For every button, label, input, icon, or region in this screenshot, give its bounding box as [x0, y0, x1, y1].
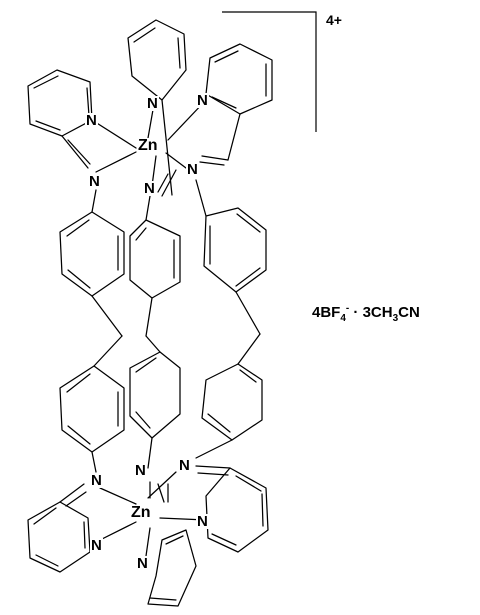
- nitrogen-atom-top-right-pyridine: N: [196, 92, 209, 109]
- phenyl-ring-middle-lower: [129, 351, 181, 439]
- phenyl-ring-right-lower: [201, 363, 263, 441]
- complex-charge-label: 4+: [326, 12, 342, 28]
- phenyl-ring-left-lower: [59, 365, 125, 453]
- pyridine-ring-top-right: [205, 43, 273, 115]
- nitrogen-atom-top-left-pyridine: N: [85, 112, 98, 129]
- zinc-atom-bottom: Zn: [130, 504, 152, 521]
- nitrogen-atom-top-center-imine: N: [143, 180, 156, 197]
- nitrogen-atom-bottom-right-pyridine: N: [196, 513, 209, 530]
- counterion-formula: 4BF4- · 3CH3CN: [312, 303, 420, 324]
- phenyl-ring-middle-upper: [129, 219, 181, 299]
- nitrogen-atom-top-center-pyridine: N: [146, 95, 159, 112]
- nitrogen-atom-bottom-left-imine: N: [90, 472, 103, 489]
- phenyl-ring-right-upper: [203, 207, 267, 293]
- zinc-atom-top: Zn: [137, 137, 159, 154]
- pyridine-ring-bottom-center: [147, 529, 197, 607]
- nitrogen-atom-top-left-imine: N: [88, 173, 101, 190]
- nitrogen-atom-bottom-right-imine: N: [178, 457, 191, 474]
- charge-bracket: [222, 11, 317, 132]
- nitrogen-atom-bottom-left-pyridine: N: [90, 537, 103, 554]
- phenyl-ring-left-upper: [59, 211, 125, 297]
- pyridine-ring-bottom-right: [205, 467, 269, 553]
- pyridine-ring-bottom-left: [27, 501, 91, 573]
- nitrogen-atom-bottom-center-pyridine: N: [136, 555, 149, 572]
- pyridine-ring-top-center: [127, 19, 187, 101]
- nitrogen-atom-top-right-imine: N: [186, 161, 199, 178]
- nitrogen-atom-bottom-center-imine: N: [134, 462, 147, 479]
- pyridine-ring-top-left: [27, 69, 93, 137]
